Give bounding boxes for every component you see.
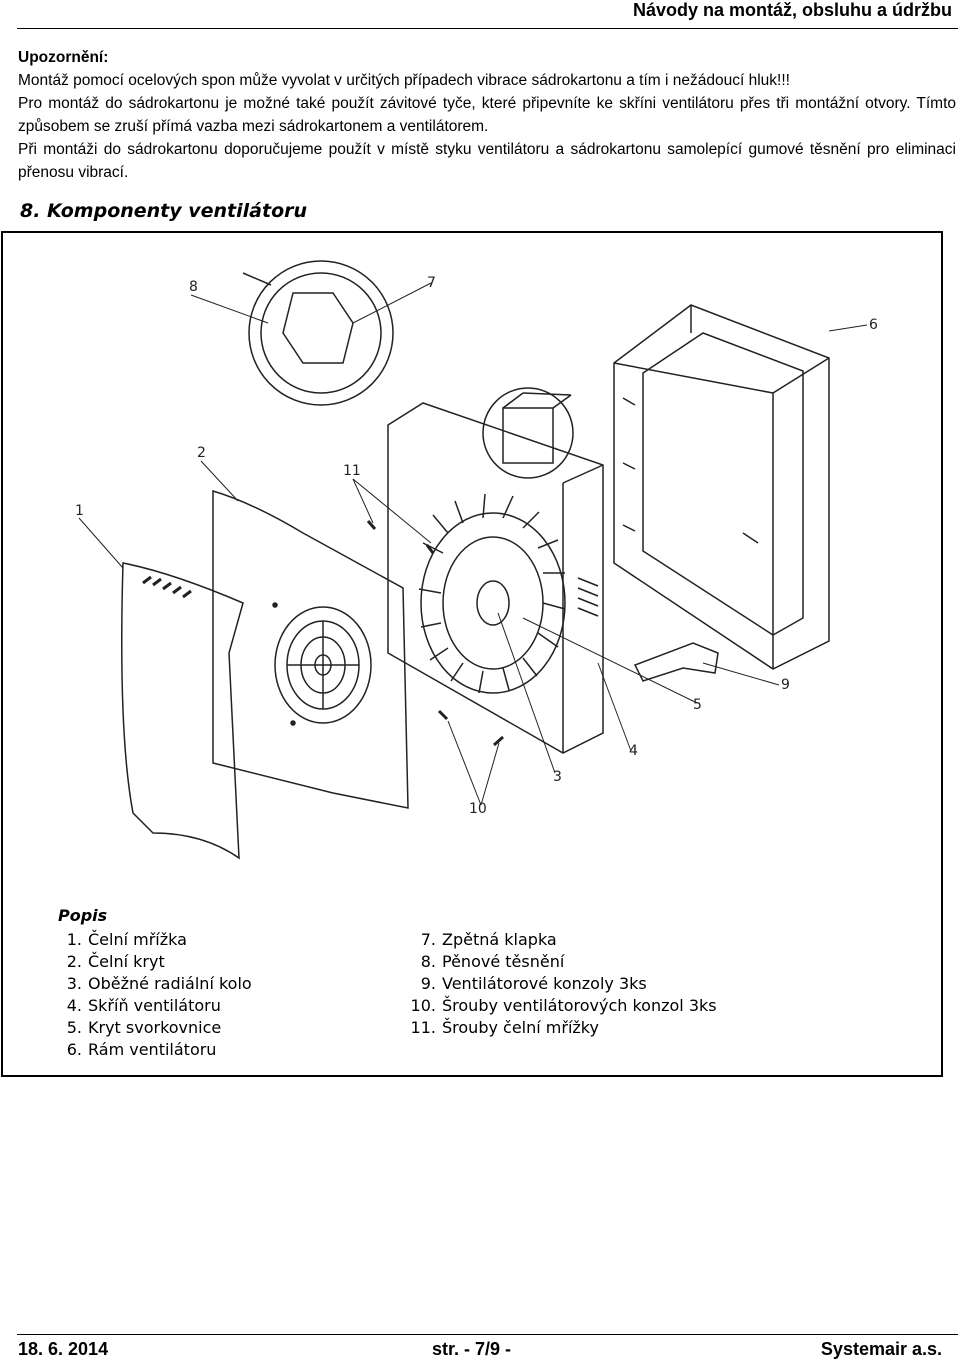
legend-item-label: Skříň ventilátoru (88, 996, 221, 1015)
callout-label: 9 (781, 677, 790, 693)
legend-item-number: 11. (410, 1018, 436, 1037)
warning-paragraph: Pro montáž do sádrokartonu je možné také… (18, 95, 956, 135)
impeller-wheel-drawing (418, 493, 566, 694)
bracket-drawing (633, 642, 719, 682)
callout-label: 5 (693, 697, 702, 713)
callout-label: 3 (553, 769, 562, 785)
callout-labels: 8 7 6 2 11 1 9 5 4 3 10 (75, 275, 878, 817)
legend-item-number: 3. (66, 974, 82, 993)
legend-item-label: Šrouby ventilátorových konzol 3ks (442, 996, 717, 1015)
legend-title: Popis (58, 906, 108, 925)
legend-item: 6. Rám ventilátoru (58, 1039, 252, 1061)
legend-item: 8. Pěnové těsnění (388, 951, 717, 973)
legend-item: 3. Oběžné radiální kolo (58, 973, 252, 995)
warning-paragraph: Montáž pomocí ocelových spon může vyvola… (18, 72, 790, 89)
component-legend: Popis 1. Čelní mřížka 2. Čelní kryt 3. Oběž… (58, 905, 717, 1059)
legend-item-number: 6. (66, 1040, 82, 1059)
callout-label: 2 (197, 445, 206, 461)
footer-divider (17, 1334, 958, 1335)
legend-item-label: Zpětná klapka (442, 930, 557, 949)
fan-housing-drawing (387, 392, 604, 754)
header-divider (17, 28, 958, 29)
legend-item-number: 10. (410, 996, 436, 1015)
legend-item-number: 7. (420, 930, 436, 949)
callout-label: 11 (343, 463, 361, 479)
front-cover-drawing (212, 489, 409, 809)
callout-leaders (78, 282, 868, 806)
legend-item: 7. Zpětná klapka (388, 929, 717, 951)
legend-item-number: 1. (66, 930, 82, 949)
screws-drawing (366, 520, 504, 747)
document-header-title: Návody na montáž, obsluhu a údržbu (632, 0, 952, 20)
legend-item-number: 8. (420, 952, 436, 971)
callout-label: 6 (869, 317, 878, 333)
legend-item-label: Čelní mřížka (88, 930, 187, 949)
legend-item: 1. Čelní mřížka (58, 929, 252, 951)
warning-heading: Upozornění: (18, 49, 109, 66)
legend-item: 9. Ventilátorové konzoly 3ks (388, 973, 717, 995)
footer-date: 18. 6. 2014 (18, 1339, 109, 1359)
legend-item-label: Šrouby čelní mřížky (442, 1018, 599, 1037)
legend-item-number: 2. (66, 952, 82, 971)
legend-item: 10. Šrouby ventilátorových konzol 3ks (388, 995, 717, 1017)
detail-magnifier-drawing (242, 260, 574, 479)
callout-label: 8 (189, 279, 198, 295)
section-title: 8. Komponenty ventilátoru (20, 200, 308, 222)
footer-page-number: str. - 7/9 - (432, 1339, 512, 1359)
legend-item-label: Ventilátorové konzoly 3ks (442, 974, 647, 993)
legend-item-number: 4. (66, 996, 82, 1015)
legend-column-right: 7. Zpětná klapka 8. Pěnové těsnění 9. Venti… (388, 929, 717, 1039)
legend-item: 5. Kryt svorkovnice (58, 1017, 252, 1039)
fan-frame-drawing (613, 304, 830, 670)
front-grille-drawing (121, 562, 244, 860)
legend-item-label: Rám ventilátoru (88, 1040, 217, 1059)
callout-label: 7 (427, 275, 436, 291)
legend-item: 2. Čelní kryt (58, 951, 252, 973)
exploded-diagram-frame: 8 7 6 2 11 1 9 5 4 3 10 (1, 231, 943, 1077)
footer-company: Systemair a.s. (820, 1339, 942, 1359)
legend-item-label: Kryt svorkovnice (88, 1018, 222, 1037)
legend-column-left: 1. Čelní mřížka 2. Čelní kryt 3. Oběžné rad… (58, 929, 252, 1061)
callout-label: 4 (629, 743, 638, 759)
legend-item-label: Pěnové těsnění (442, 952, 565, 971)
legend-item: 11. Šrouby čelní mřížky (388, 1017, 717, 1039)
legend-item-number: 5. (66, 1018, 82, 1037)
fan-exploded-diagram: 8 7 6 2 11 1 9 5 4 3 10 (75, 260, 878, 860)
callout-label: 1 (75, 503, 84, 519)
legend-item: 4. Skříň ventilátoru (58, 995, 252, 1017)
callout-label: 10 (469, 801, 487, 817)
legend-item-label: Oběžné radiální kolo (88, 974, 252, 993)
warning-paragraph: Při montáži do sádrokartonu doporučujeme… (18, 141, 956, 181)
legend-item-label: Čelní kryt (88, 952, 165, 971)
legend-item-number: 9. (420, 974, 436, 993)
warning-block: Upozornění: Montáž pomocí ocelových spon… (18, 46, 956, 184)
